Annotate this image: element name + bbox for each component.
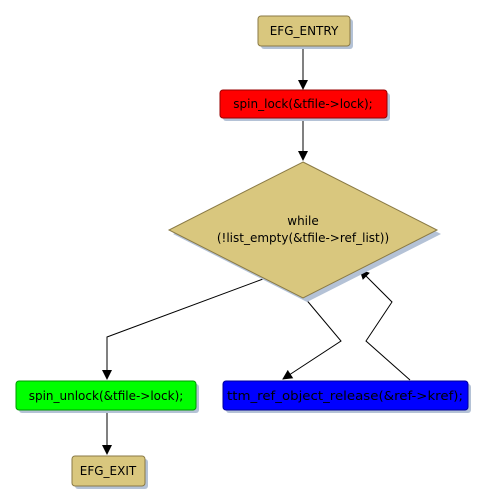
- node-exit: EFG_EXIT: [71, 455, 148, 489]
- node-ref-release-box: [222, 380, 469, 411]
- node-spin-lock-label: spin_lock(&tfile->lock);: [233, 97, 372, 111]
- node-spin-lock-box: [219, 89, 388, 119]
- node-spin-lock: spin_lock(&tfile->lock);: [219, 89, 390, 121]
- node-spin-unlock: spin_unlock(&tfile->lock);: [15, 380, 199, 413]
- edges: [102, 46, 411, 455]
- node-ref-release-label: ttm_ref_object_release(&ref->kref);: [227, 389, 463, 403]
- node-exit-label: EFG_EXIT: [80, 464, 137, 478]
- node-entry: EFG_ENTRY: [257, 15, 353, 49]
- node-entry-label: EFG_ENTRY: [270, 24, 339, 38]
- node-while-loop: while (!list_empty(&tfile->ref_list)): [167, 161, 441, 302]
- edge-loop-to-unlock: [102, 278, 264, 380]
- node-exit-box: [71, 455, 146, 487]
- node-while-loop-label-line2: (!list_empty(&tfile->ref_list)): [217, 231, 389, 245]
- node-spin-unlock-box: [15, 380, 197, 411]
- node-entry-box: [257, 15, 351, 47]
- node-while-loop-diamond: [167, 161, 439, 299]
- node-while-loop-label-line1: while: [287, 214, 318, 228]
- edge-loop-to-release: [282, 296, 342, 380]
- edge-release-to-loop: [359, 269, 411, 381]
- node-ref-release: ttm_ref_object_release(&ref->kref);: [222, 380, 471, 413]
- node-spin-unlock-label: spin_unlock(&tfile->lock);: [29, 389, 184, 403]
